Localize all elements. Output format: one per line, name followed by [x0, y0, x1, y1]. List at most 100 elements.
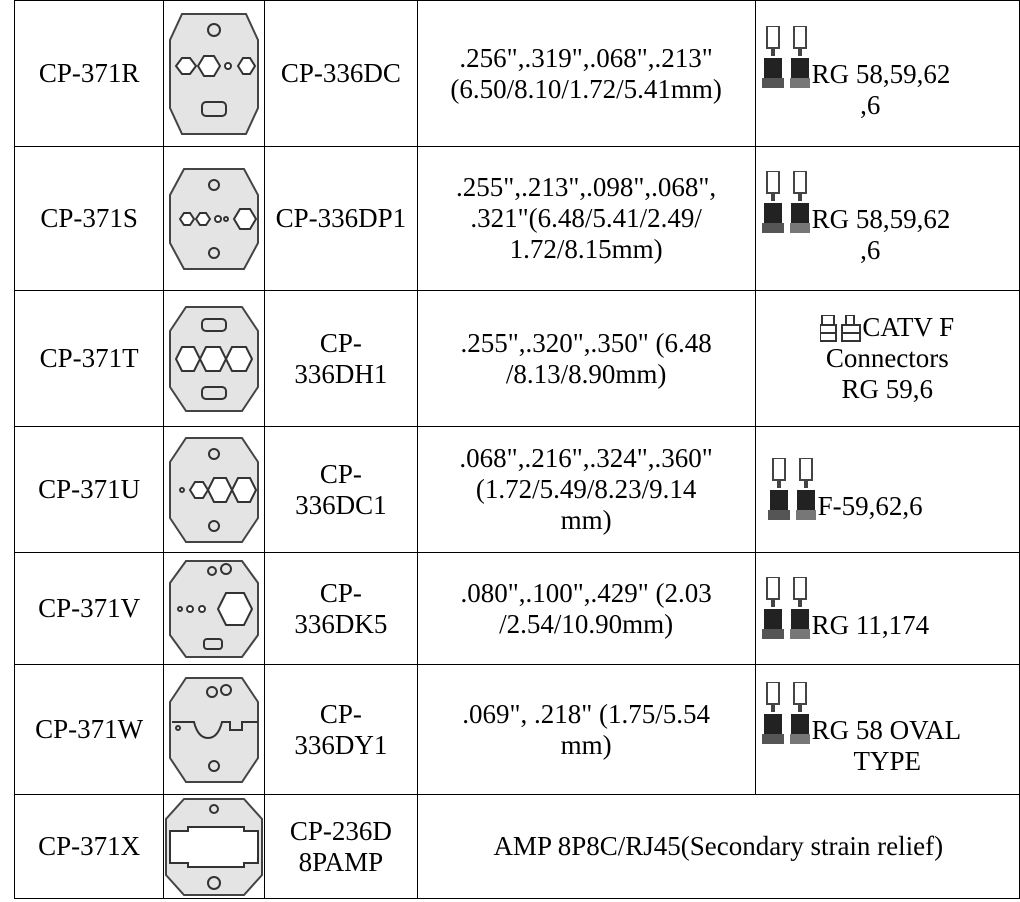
part-number: CP-336DC [280, 58, 401, 88]
description-text: AMP 8P8C/RJ45(Secondary strain relief) [493, 831, 944, 861]
connector-text: RG 59,6 [841, 374, 934, 404]
model-cell: CP-371U [13, 426, 165, 553]
die-rj45-icon [165, 797, 264, 896]
model-number: CP-371R [38, 58, 140, 88]
connector-text: RG 11,174 [811, 609, 930, 640]
f-connector-crimp-icon [761, 171, 811, 234]
connector-cell: RG 11,174 [754, 552, 1020, 665]
part-number-cell: CP-336DC [264, 0, 418, 147]
die-6-hex-icon [169, 12, 260, 135]
die-cell [163, 290, 266, 427]
model-cell: CP-371R [13, 0, 165, 147]
die-cell [163, 146, 266, 291]
connector-text: CATV F [862, 312, 955, 342]
part-number-cell: CP-236D 8PAMP [264, 794, 418, 899]
size-line: (6.50/8.10/1.72/5.41mm) [450, 73, 722, 104]
connector-cell: CATV F Connectors RG 59,6 [754, 290, 1020, 427]
die-cell [163, 552, 266, 665]
size-line: .321"(6.48/5.41/2.49/ [470, 203, 702, 233]
f-connector-crimp-icon [761, 576, 811, 640]
die-cell [163, 0, 266, 147]
description-cell: AMP 8P8C/RJ45(Secondary strain relief) [416, 794, 1020, 899]
size-cell: .069", .218" (1.75/5.54 mm) [416, 664, 756, 795]
size-line: .256",.319",.068",.213" [459, 42, 713, 73]
connector-text: RG 58 OVAL [811, 715, 962, 745]
table-row: CP-371U CP- 336DC1 .068",.216",.324",.36… [13, 426, 1020, 553]
part-number-cell: CP- 336DH1 [264, 290, 418, 427]
size-line: .068",.216",.324",.360" [459, 443, 713, 473]
table-row: CP-371X CP-236D 8PAMP AMP 8P8C/RJ45(Seco… [13, 794, 1020, 899]
f-connector-crimp-icon [767, 457, 817, 521]
model-cell: CP-371W [13, 664, 165, 795]
part-number-cell: CP- 336DY1 [264, 664, 418, 795]
die-cell [163, 664, 266, 795]
size-line: mm) [560, 505, 612, 535]
size-line: /8.13/8.90mm) [505, 358, 667, 389]
model-number: CP-371X [38, 831, 141, 861]
part-number: 8PAMP [298, 846, 384, 877]
model-number: CP-371V [38, 593, 141, 623]
model-number: CP-371T [39, 343, 139, 373]
die-3-hex-large-icon [169, 559, 260, 658]
size-line: .255",.213",.098",.068", [456, 172, 717, 202]
size-line: /2.54/10.90mm) [499, 608, 674, 639]
f-connector-crimp-icon [761, 26, 811, 89]
die-4-hex-icon [169, 436, 260, 543]
connector-text: ,6 [860, 235, 881, 265]
die-5-hex-icon [169, 167, 260, 270]
table-row: CP-371R CP-336DC .256",.319",.068",.213"… [13, 0, 1020, 147]
catv-f-connector-icon [820, 315, 862, 342]
size-cell: .255",.213",.098",.068", .321"(6.48/5.41… [416, 146, 756, 291]
table-row: CP-371W CP- 336DY1 .069", .218" (1.75/5.… [13, 664, 1020, 795]
size-line: mm) [560, 729, 612, 760]
connector-cell: RG 58,59,62 ,6 [754, 0, 1020, 147]
connector-text: F-59,62,6 [817, 490, 923, 521]
connector-text: TYPE [853, 746, 922, 776]
size-line: 1.72/8.15mm) [509, 234, 663, 264]
part-number: CP- [319, 327, 362, 358]
crimp-die-spec-table: CP-371R CP-336DC .256",.319",.068",.213"… [13, 0, 1020, 899]
die-3-hex-icon [169, 305, 260, 412]
model-number: CP-371U [38, 474, 141, 504]
part-number-cell: CP- 336DK5 [264, 552, 418, 665]
die-oval-icon [169, 676, 260, 783]
part-number-cell: CP-336DP1 [264, 146, 418, 291]
table-row: CP-371V CP- 336DK5 .080",.100",.429" (2.… [13, 552, 1020, 665]
model-number: CP-371W [35, 714, 144, 744]
size-cell: .255",.320",.350" (6.48 /8.13/8.90mm) [416, 290, 756, 427]
part-number: 336DH1 [294, 358, 388, 389]
size-cell: .256",.319",.068",.213" (6.50/8.10/1.72/… [416, 0, 756, 147]
part-number: CP- [319, 577, 362, 608]
connector-text: RG 58,59,62 [811, 204, 951, 234]
size-cell: .068",.216",.324",.360" (1.72/5.49/8.23/… [416, 426, 756, 553]
model-cell: CP-371X [13, 794, 165, 899]
part-number: 336DY1 [294, 729, 388, 760]
connector-text: Connectors [825, 343, 949, 373]
model-number: CP-371S [40, 203, 138, 233]
part-number: CP- [319, 698, 362, 729]
size-line: .069", .218" (1.75/5.54 [462, 698, 710, 729]
part-number: 336DC1 [295, 489, 387, 520]
part-number: CP-336DP1 [275, 203, 407, 233]
part-number: CP-236D [289, 815, 392, 846]
part-number-cell: CP- 336DC1 [264, 426, 418, 553]
f-connector-crimp-icon [761, 682, 811, 745]
model-cell: CP-371T [13, 290, 165, 427]
die-cell [163, 794, 266, 899]
size-line: (1.72/5.49/8.23/9.14 [475, 474, 697, 504]
connector-text: RG 58,59,62 [811, 59, 951, 89]
connector-cell: RG 58,59,62 ,6 [754, 146, 1020, 291]
part-number: CP- [319, 458, 362, 489]
model-cell: CP-371V [13, 552, 165, 665]
part-number: 336DK5 [294, 608, 388, 639]
size-cell: .080",.100",.429" (2.03 /2.54/10.90mm) [416, 552, 756, 665]
connector-cell: F-59,62,6 [754, 426, 1020, 553]
die-cell [163, 426, 266, 553]
connector-text: ,6 [860, 90, 881, 120]
size-line: .255",.320",.350" (6.48 [460, 327, 712, 358]
size-line: .080",.100",.429" (2.03 [460, 577, 712, 608]
model-cell: CP-371S [13, 146, 165, 291]
table-row: CP-371S CP-336DP1 .255",.213",.098",.068… [13, 146, 1020, 291]
connector-cell: RG 58 OVAL TYPE [754, 664, 1020, 795]
table-row: CP-371T CP- 336DH1 .255",.320",.350" (6.… [13, 290, 1020, 427]
